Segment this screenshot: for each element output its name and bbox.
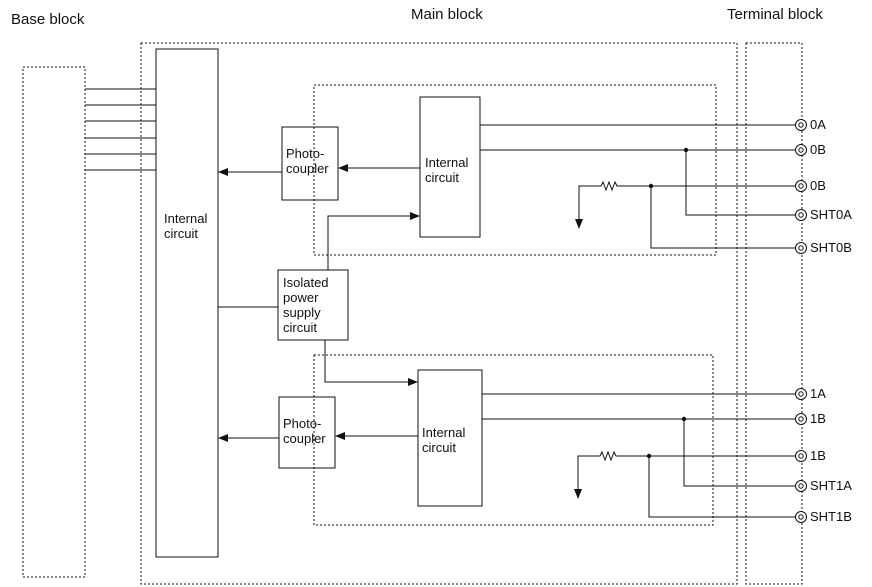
main-internal-circuit-box bbox=[155, 48, 219, 558]
terminal-sht0b-icon bbox=[795, 242, 807, 254]
wire-sht1b bbox=[648, 456, 796, 518]
wire-sht0b bbox=[650, 186, 796, 249]
terminal-sht1a-icon bbox=[795, 480, 807, 492]
internal-circuit-1-box bbox=[417, 369, 483, 507]
terminal-0b-icon bbox=[795, 144, 807, 156]
photocoupler-0-label: Photo- coupler bbox=[286, 146, 329, 176]
terminal-block-outline bbox=[745, 42, 803, 585]
isolated-power-box bbox=[277, 269, 349, 341]
channel-1-outline bbox=[313, 354, 714, 526]
resistor-1 bbox=[596, 450, 618, 462]
terminal-label: 0A bbox=[810, 117, 826, 132]
terminal-label: SHT1A bbox=[810, 478, 852, 493]
terminal-label: SHT0A bbox=[810, 207, 852, 222]
photocoupler-0-box bbox=[281, 126, 339, 201]
power-to-ic1-line bbox=[324, 340, 418, 386]
terminal-label: 1B bbox=[810, 411, 826, 426]
terminal-sht1b-icon bbox=[795, 511, 807, 523]
wire-sht1a bbox=[683, 419, 796, 487]
terminal-0b2-icon bbox=[795, 180, 807, 192]
resistor-0 bbox=[597, 180, 619, 192]
base-block-outline bbox=[22, 66, 86, 578]
base-block-header: Base block bbox=[11, 11, 85, 28]
internal-circuit-1-label: Internal circuit bbox=[422, 425, 466, 455]
terminal-sht0a-icon bbox=[795, 209, 807, 221]
terminal-symbols bbox=[795, 119, 807, 523]
channel-0-outline bbox=[313, 84, 717, 256]
terminal-1a-icon bbox=[795, 388, 807, 400]
main-block-outline bbox=[140, 42, 738, 585]
terminal-label: SHT0B bbox=[810, 240, 852, 255]
terminal-label: 1A bbox=[810, 386, 826, 401]
wire-sht0a bbox=[685, 150, 796, 216]
terminal-label: 1B bbox=[810, 448, 826, 463]
ground-0 bbox=[575, 185, 597, 229]
terminal-1b2-icon bbox=[795, 450, 807, 462]
main-block-header: Main block bbox=[411, 6, 483, 23]
terminal-label: SHT1B bbox=[810, 509, 852, 524]
photocoupler-1-label: Photo- coupler bbox=[283, 416, 326, 446]
main-internal-circuit-label: Internal circuit bbox=[164, 211, 208, 241]
terminal-label: 0B bbox=[810, 178, 826, 193]
isolated-power-label: Isolated power supply circuit bbox=[283, 275, 329, 335]
power-to-ic0-line bbox=[327, 212, 420, 270]
internal-circuit-0-box bbox=[419, 96, 481, 238]
bus-lines bbox=[85, 88, 156, 171]
terminal-block-header: Terminal block bbox=[727, 6, 823, 23]
junction-dots bbox=[646, 147, 689, 459]
terminal-0a-icon bbox=[795, 119, 807, 131]
internal-circuit-0-label: Internal circuit bbox=[425, 155, 469, 185]
terminal-label: 0B bbox=[810, 142, 826, 157]
ground-1 bbox=[574, 455, 596, 499]
terminal-1b-icon bbox=[795, 413, 807, 425]
